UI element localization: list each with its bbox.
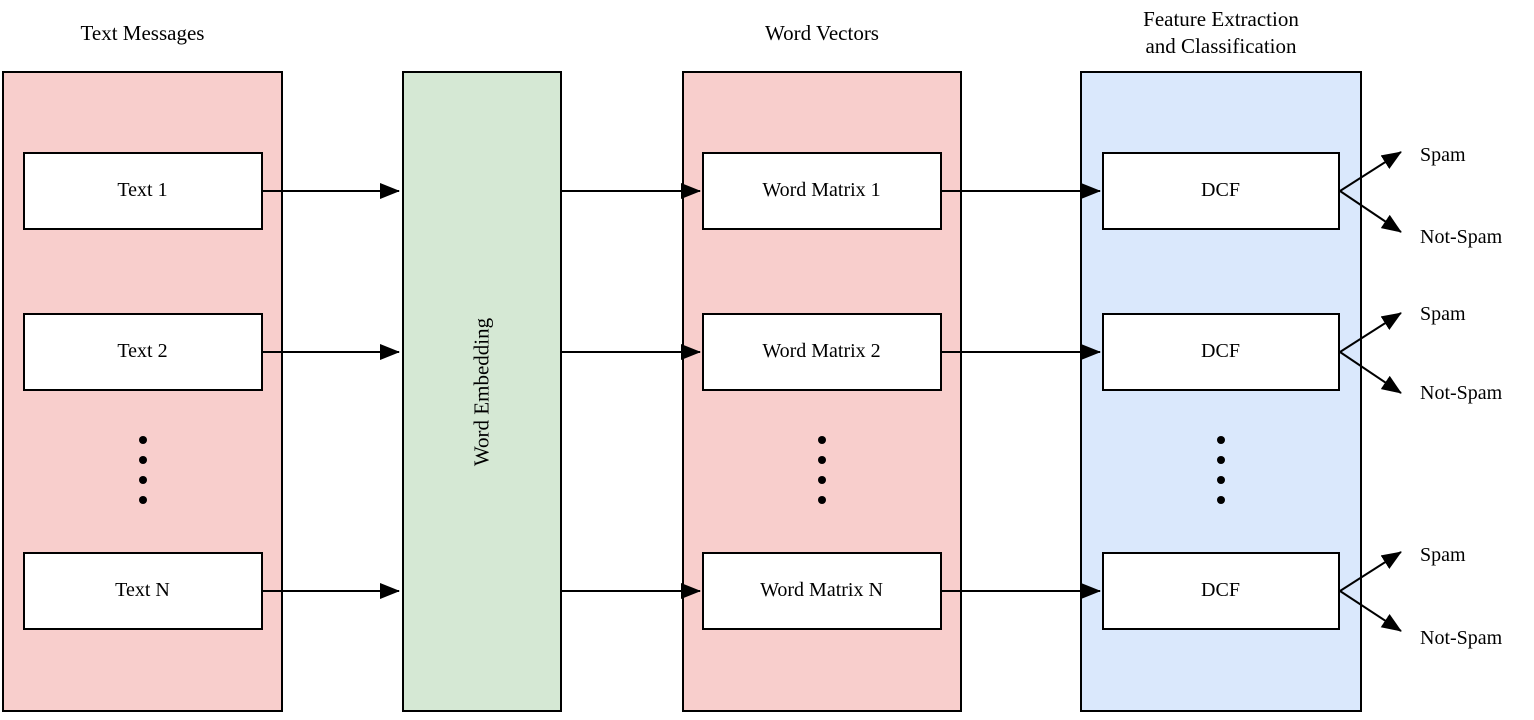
output-not-spam-2: Not-Spam xyxy=(1420,382,1503,404)
word-matrix-n-node: Word Matrix N xyxy=(701,551,942,630)
word-matrix-n-label: Word Matrix N xyxy=(760,579,883,601)
classification-title-line2: and Classification xyxy=(1145,34,1297,58)
output-not-spam-1: Not-Spam xyxy=(1420,226,1503,248)
word-matrix-2-label: Word Matrix 2 xyxy=(762,340,881,362)
output-not-spam-n: Not-Spam xyxy=(1420,627,1503,649)
dcf-1-node: DCF xyxy=(1101,151,1340,230)
output-spam-n: Spam xyxy=(1420,544,1466,566)
classification-title-line1: Feature Extraction xyxy=(1143,7,1299,31)
text-2-node: Text 2 xyxy=(22,312,263,391)
dcf-n-node: DCF xyxy=(1101,551,1340,630)
text-messages-container: Text 1 Text 2 Text N xyxy=(2,71,283,712)
text-2-label: Text 2 xyxy=(117,340,168,362)
word-embedding-label: Word Embedding xyxy=(469,317,494,466)
text-1-label: Text 1 xyxy=(117,179,168,201)
dcf-1-label: DCF xyxy=(1201,179,1240,201)
column-title-text-messages: Text Messages xyxy=(80,21,205,45)
dcf-n-label: DCF xyxy=(1201,579,1240,601)
text-n-label: Text N xyxy=(115,579,170,601)
word-matrix-1-label: Word Matrix 1 xyxy=(762,179,881,201)
dcf-2-node: DCF xyxy=(1101,312,1340,391)
output-spam-1: Spam xyxy=(1420,144,1466,166)
text-1-node: Text 1 xyxy=(22,151,263,230)
word-matrix-1-node: Word Matrix 1 xyxy=(701,151,942,230)
classification-container: DCF DCF DCF xyxy=(1080,71,1362,712)
output-spam-2: Spam xyxy=(1420,303,1466,325)
column-title-word-vectors: Word Vectors xyxy=(765,21,879,45)
word-matrix-2-node: Word Matrix 2 xyxy=(701,312,942,391)
word-embedding-container: Word Embedding xyxy=(402,71,562,712)
text-n-node: Text N xyxy=(22,551,263,630)
column-title-feature-extraction: Feature Extraction and Classification xyxy=(1080,6,1362,60)
word-vectors-container: Word Matrix 1 Word Matrix 2 Word Matrix … xyxy=(682,71,962,712)
dcf-2-label: DCF xyxy=(1201,340,1240,362)
